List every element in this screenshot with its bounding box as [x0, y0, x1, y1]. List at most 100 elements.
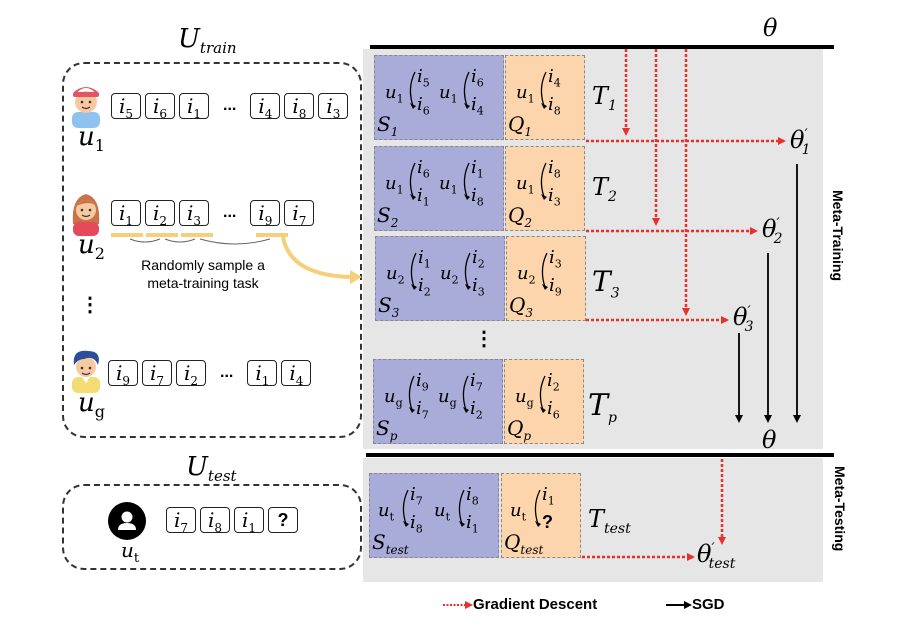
query-letter: Q	[504, 530, 521, 554]
task-sub: 3	[610, 285, 620, 302]
query-letter: Q	[507, 416, 524, 440]
pair-item-a: 9	[421, 380, 429, 394]
pair-item-b: 6	[422, 104, 430, 118]
pair-item-a: 7	[415, 494, 423, 508]
support-sub: p	[389, 429, 398, 443]
user-2-letter: u	[78, 230, 95, 260]
theta-sub: 1	[801, 141, 811, 158]
pair-item-a: 1	[547, 494, 555, 508]
task-test-label: Ttest	[588, 505, 631, 537]
ellipsis: ...	[223, 204, 237, 221]
gradient-descent-label: Gradient Descent	[473, 596, 598, 613]
pair-item-a: 3	[554, 257, 562, 271]
test-user-sub: t	[133, 551, 140, 566]
support-letter: S	[377, 203, 391, 227]
pair-item-a: 1	[476, 167, 484, 181]
item-box: i3	[179, 200, 209, 228]
query-sub: 3	[525, 306, 534, 320]
item-index: 1	[261, 374, 270, 388]
support-letter: S	[376, 416, 390, 440]
sample-highlight	[181, 233, 213, 237]
support-letter: S	[377, 112, 391, 136]
train-users-box	[62, 62, 362, 438]
item-box: i4	[250, 93, 281, 121]
sgd-legend-icon	[666, 600, 692, 609]
pair-item-b: 1	[422, 195, 430, 209]
pair-user-sub: t	[521, 510, 527, 524]
query-sub: 2	[524, 216, 533, 230]
item-index: 8	[298, 107, 307, 121]
pair-user-sub: g	[526, 396, 534, 410]
task-sub: 1	[608, 97, 617, 114]
query-letter: Q	[509, 293, 526, 317]
support-set-label: Stest	[372, 530, 409, 557]
query-sub: p	[523, 429, 532, 443]
pair-item-b: 7	[421, 408, 429, 422]
sample-task-text: Randomly sample a meta-training task	[128, 256, 278, 292]
support-sub: 3	[391, 306, 400, 320]
support-letter: S	[372, 530, 386, 554]
pair-item-b: 4	[476, 104, 484, 118]
user-g-sequence: i9 i7 i2 ... i1 i4	[108, 360, 315, 388]
pair-item-b: 9	[554, 285, 562, 299]
train-set-title-sub: train	[199, 39, 237, 58]
users-vertical-ellipsis: ⋮	[80, 294, 100, 316]
user-1-label: u1	[78, 122, 105, 155]
theta-sub: test	[708, 555, 736, 572]
ellipsis: ...	[223, 97, 237, 114]
item-index: 2	[190, 374, 199, 388]
item-box: i4	[281, 360, 312, 388]
user-g-letter: u	[78, 388, 95, 418]
theta-symbol: θ	[697, 540, 712, 568]
theta-prime-2: θ′2	[762, 215, 783, 247]
sgd-label: SGD	[692, 596, 725, 613]
pair-user-sub: 1	[527, 183, 535, 197]
item-index: 5	[125, 107, 134, 121]
item-index: 4	[295, 374, 304, 388]
task-1-label: T1	[592, 82, 617, 114]
item-box: i6	[145, 93, 175, 121]
test-set-title: Utest	[186, 452, 237, 485]
task-sub: 2	[608, 188, 617, 205]
tasks-vertical-ellipsis: ⋮	[474, 328, 494, 350]
item-index: 9	[264, 214, 273, 228]
item-box: i1	[179, 93, 209, 121]
boy-red-cap-avatar-icon	[72, 87, 100, 128]
pair-user-sub: g	[449, 396, 457, 410]
query-set-label: Qp	[507, 416, 531, 443]
theta-sub: 2	[773, 230, 783, 247]
item-index: 3	[332, 107, 341, 121]
item-index: 6	[159, 107, 168, 121]
pair-item-b: 2	[475, 408, 483, 422]
pair-item-a: 8	[553, 167, 561, 181]
theta-top: θ	[763, 14, 778, 42]
pair-user-sub: g	[395, 396, 403, 410]
theta-bottom-line	[366, 453, 834, 457]
pair-item-a: 2	[552, 380, 560, 394]
user-1-sequence: i5 i6 i1 ... i4 i8 i3	[111, 93, 352, 121]
item-index: 7	[180, 521, 189, 535]
sample-highlight	[146, 233, 178, 237]
user-2-sequence: i1 i2 i3 ... i9 i7	[111, 200, 318, 228]
query-letter: Q	[508, 203, 525, 227]
item-box: i2	[145, 200, 175, 228]
item-index: 1	[248, 521, 257, 535]
query-letter: Q	[508, 112, 525, 136]
test-user-letter: u	[121, 538, 134, 562]
sequence-arrow	[164, 238, 196, 243]
anonymous-user-avatar-icon	[108, 502, 146, 540]
task-letter: T	[592, 173, 609, 201]
train-set-title-letter: U	[178, 24, 200, 54]
item-box: i7	[142, 360, 172, 388]
theta-prime-mark: ′	[711, 541, 715, 557]
task-letter: T	[588, 505, 605, 533]
unknown-query-item: ?	[542, 512, 553, 532]
support-letter: S	[378, 293, 392, 317]
user-g-label: ug	[78, 388, 105, 421]
train-set-title: Utrain	[178, 24, 237, 57]
